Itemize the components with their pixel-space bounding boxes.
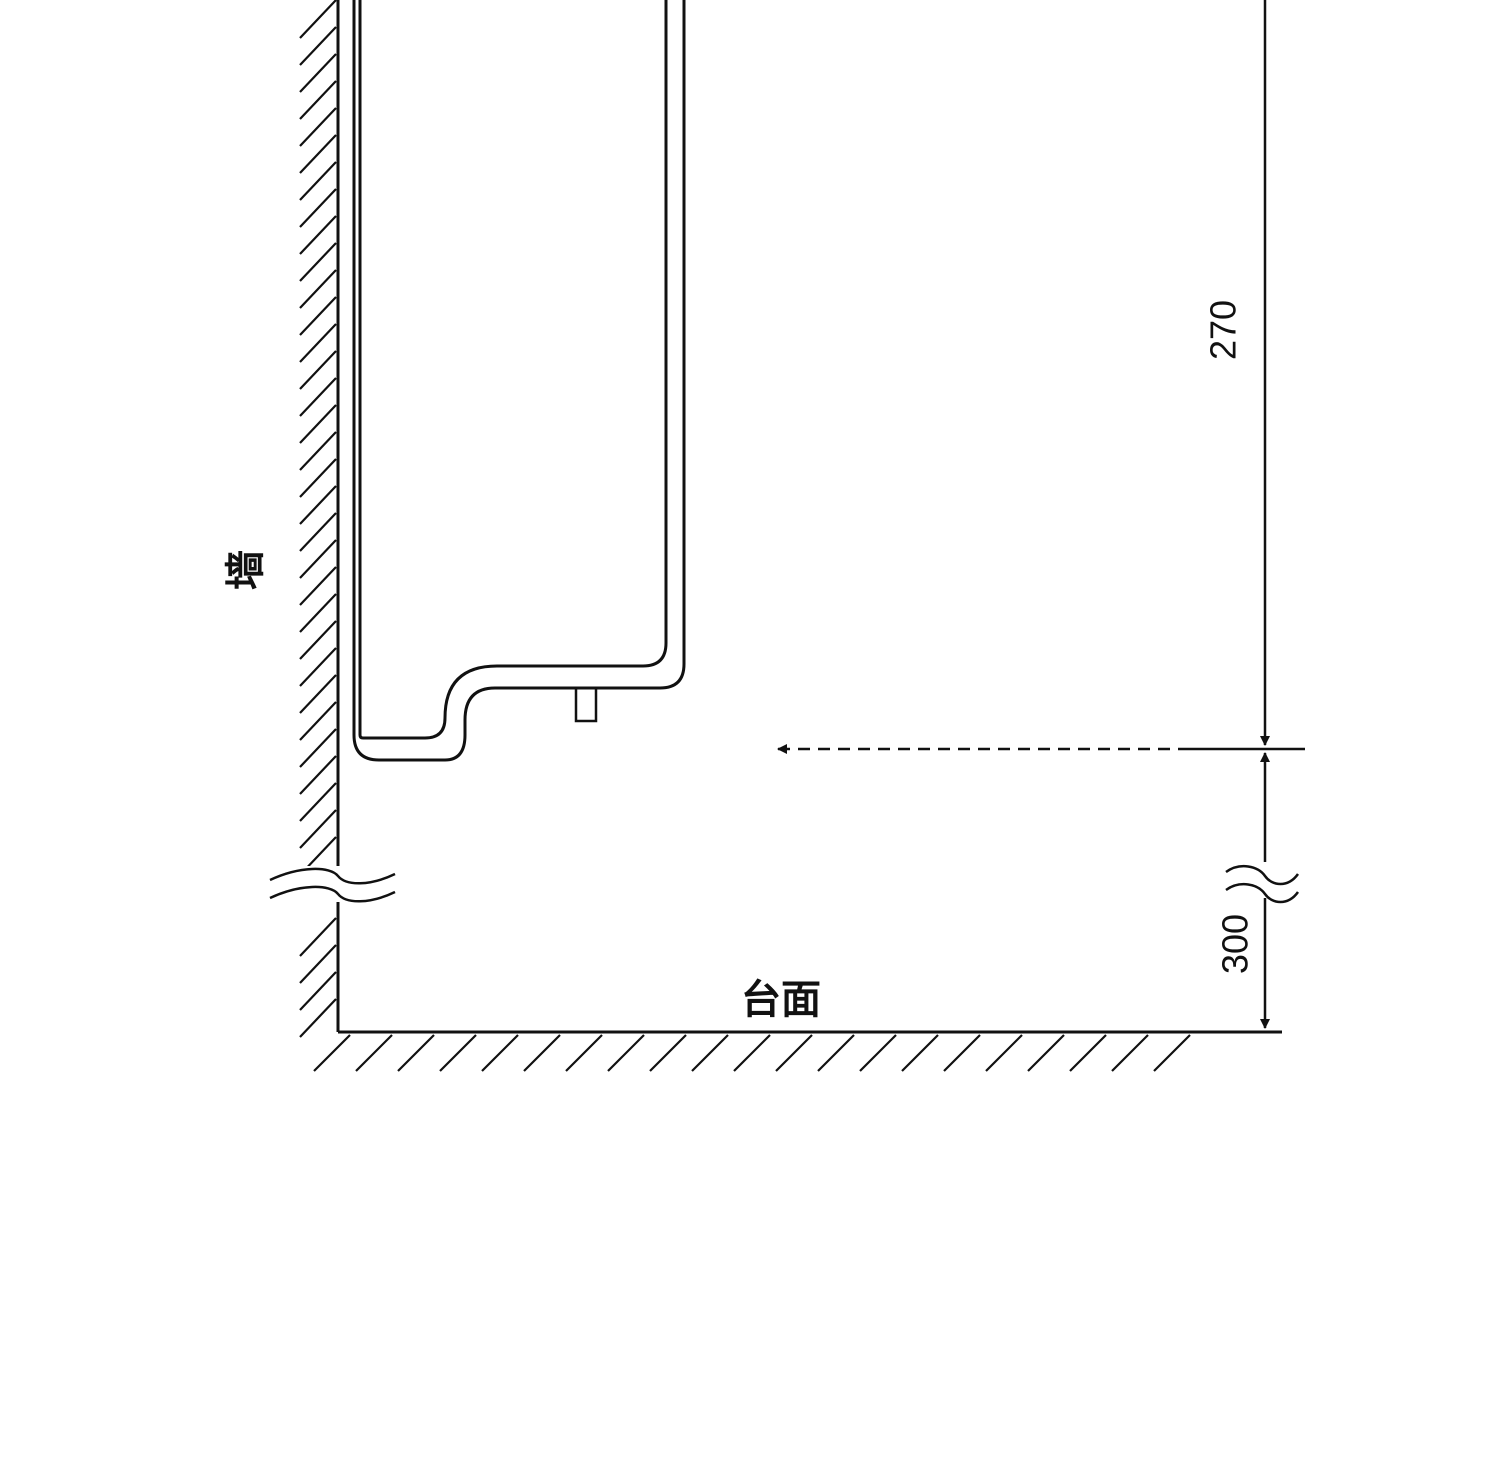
dimension-300: 300: [1215, 914, 1256, 974]
hatch-line: [649, 1034, 687, 1072]
hatch-line: [299, 998, 337, 1038]
hatch-line: [299, 26, 337, 66]
hatch-line: [299, 809, 337, 849]
wall-hatch: [299, 0, 337, 1038]
hatch-line: [299, 593, 337, 633]
hatch-line: [565, 1034, 603, 1072]
hatch-line: [1111, 1034, 1149, 1072]
countertop-hatch: [313, 1034, 1191, 1072]
hatch-line: [299, 566, 337, 606]
hatch-line: [397, 1034, 435, 1072]
hatch-line: [299, 377, 337, 417]
hatch-line: [299, 80, 337, 120]
hatch-line: [299, 782, 337, 822]
hatch-line: [299, 161, 337, 201]
hatch-line: [299, 188, 337, 228]
hatch-line: [859, 1034, 897, 1072]
countertop-label: 台面: [741, 977, 821, 1023]
hatch-line: [817, 1034, 855, 1072]
hatch-line: [299, 53, 337, 93]
outlet-nozzle: [574, 686, 598, 723]
hatch-line: [299, 269, 337, 309]
dimension-270: 270: [1203, 300, 1244, 360]
hatch-line: [299, 323, 337, 363]
hatch-line: [299, 458, 337, 498]
hatch-line: [439, 1034, 477, 1072]
hatch-line: [299, 350, 337, 390]
hatch-line: [299, 971, 337, 1011]
countertop: [313, 1030, 1222, 1072]
hatch-line: [313, 1034, 351, 1072]
hatch-line: [299, 431, 337, 471]
hatch-line: [299, 917, 337, 957]
hatch-line: [299, 701, 337, 741]
hatch-line: [607, 1034, 645, 1072]
hatch-line: [299, 647, 337, 687]
dimension-line: [1190, 0, 1305, 1034]
hatch-line: [299, 539, 337, 579]
hatch-line: [1153, 1034, 1191, 1072]
hatch-line: [299, 512, 337, 552]
hatch-line: [775, 1034, 813, 1072]
hatch-line: [523, 1034, 561, 1072]
hatch-line: [355, 1034, 393, 1072]
hatch-line: [901, 1034, 939, 1072]
hatch-line: [299, 134, 337, 174]
hatch-line: [943, 1034, 981, 1072]
hatch-line: [733, 1034, 771, 1072]
hatch-line: [299, 485, 337, 525]
hatch-line: [299, 0, 337, 39]
hatch-line: [299, 620, 337, 660]
hatch-line: [299, 404, 337, 444]
hatch-line: [299, 296, 337, 336]
wall-break-mark: [268, 866, 398, 903]
hatch-line: [299, 215, 337, 255]
hatch-line: [1027, 1034, 1065, 1072]
hatch-line: [299, 674, 337, 714]
hatch-line: [481, 1034, 519, 1072]
hatch-line: [299, 755, 337, 795]
hatch-line: [299, 728, 337, 768]
hatch-line: [299, 107, 337, 147]
hatch-line: [299, 944, 337, 984]
hatch-line: [985, 1034, 1023, 1072]
appliance-outline: [352, 0, 686, 762]
hatch-line: [1069, 1034, 1107, 1072]
hatch-line: [299, 242, 337, 282]
wall-label: 墙: [223, 550, 269, 590]
hatch-line: [691, 1034, 729, 1072]
wall: [268, 0, 398, 1038]
